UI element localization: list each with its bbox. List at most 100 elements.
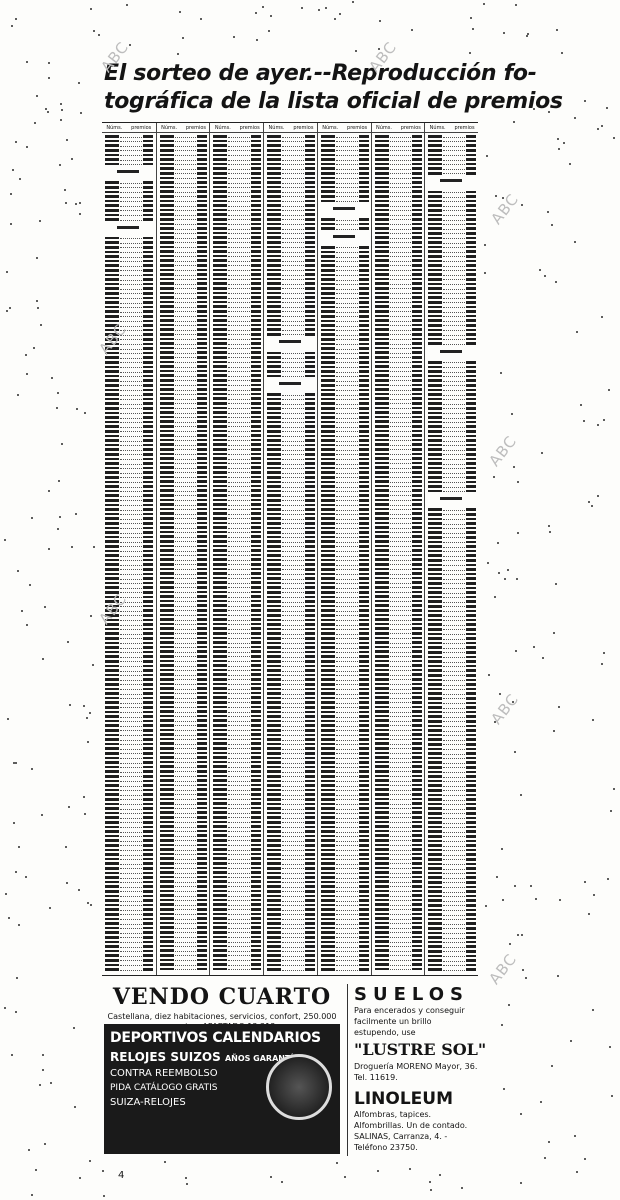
prize-row — [213, 737, 262, 741]
prize-row — [213, 650, 262, 653]
scan-speck — [9, 307, 12, 310]
prize-row — [105, 793, 153, 796]
prize-row — [428, 172, 476, 175]
prize-row — [267, 761, 315, 764]
prize-row — [374, 526, 423, 529]
prize-row — [320, 604, 369, 608]
ad-suelos-drug: Droguería MORENO Mayor, 36. Tel. 11619. — [354, 1062, 478, 1082]
prize-row — [159, 797, 208, 801]
scan-speck — [26, 145, 29, 148]
prize-row — [374, 231, 423, 235]
scan-speck — [64, 201, 67, 204]
column-body — [425, 133, 478, 974]
prize-row — [267, 600, 315, 603]
prize-row — [105, 149, 153, 152]
prize-row — [428, 268, 476, 272]
prize-row — [374, 719, 423, 722]
prize-row — [213, 526, 262, 529]
prize-row — [428, 660, 476, 663]
prize-row — [320, 512, 369, 516]
prize-row — [267, 135, 315, 138]
prize-row — [320, 673, 369, 677]
prize-row — [213, 765, 262, 768]
prize-row — [374, 820, 423, 824]
scan-speck — [56, 406, 59, 409]
scan-speck — [543, 275, 546, 278]
section-head-mark — [102, 225, 154, 229]
scan-speck — [43, 605, 46, 608]
prize-row — [105, 747, 153, 750]
prize-row — [320, 397, 369, 401]
prize-row — [267, 747, 315, 750]
prize-row — [428, 710, 476, 714]
prize-row — [267, 558, 315, 562]
prize-row — [374, 875, 423, 879]
prize-row — [213, 535, 262, 538]
prize-row — [374, 701, 423, 704]
prize-row — [105, 715, 153, 718]
scan-speck — [492, 475, 495, 478]
scan-speck — [200, 17, 203, 20]
prize-row — [159, 875, 208, 879]
prize-row — [213, 231, 262, 235]
prize-row — [159, 158, 208, 161]
scan-speck — [35, 95, 38, 98]
prize-row — [320, 945, 369, 948]
prize-row — [267, 641, 315, 645]
scan-speck — [87, 901, 90, 904]
prize-row — [213, 558, 262, 561]
prize-row — [213, 664, 262, 667]
scan-speck — [4, 538, 6, 541]
prize-row — [159, 576, 208, 580]
prize-row — [374, 747, 423, 750]
prize-row — [159, 572, 208, 575]
prize-row — [213, 323, 262, 327]
prize-row — [320, 710, 369, 714]
prize-row — [374, 581, 423, 584]
scan-speck — [43, 1143, 46, 1146]
scan-speck — [584, 1157, 587, 1160]
prize-row — [213, 604, 262, 607]
prize-row — [267, 499, 315, 502]
prize-row — [213, 406, 262, 410]
prize-row — [213, 296, 262, 299]
prize-row — [213, 291, 262, 295]
prize-row — [428, 411, 476, 415]
prize-row — [320, 227, 369, 230]
prize-row — [267, 300, 315, 304]
prize-row — [267, 913, 315, 916]
prize-row — [105, 213, 153, 217]
scan-speck — [97, 33, 100, 36]
prize-row — [105, 374, 153, 378]
prize-row — [213, 328, 262, 331]
scan-speck — [501, 1024, 504, 1027]
column-head: Núms.premios — [264, 123, 318, 133]
prize-row — [105, 756, 153, 760]
scan-speck — [37, 306, 40, 309]
prize-row — [374, 572, 423, 575]
prize-row — [267, 457, 315, 461]
scan-speck — [11, 169, 14, 172]
prize-row — [213, 843, 262, 847]
prize-row — [213, 687, 262, 690]
prize-row — [267, 434, 315, 438]
prize-row — [105, 752, 153, 755]
prize-row — [267, 139, 315, 143]
prize-row — [105, 462, 153, 465]
prize-row — [320, 246, 369, 249]
prize-row — [267, 830, 315, 833]
scan-speck — [501, 196, 504, 199]
prize-row — [320, 876, 369, 879]
prize-row — [213, 503, 262, 506]
ad-suelos-text: Para encerados y conseguir facilmente un… — [354, 1006, 465, 1037]
prize-row — [159, 517, 208, 520]
prize-row — [159, 563, 208, 566]
prize-row — [428, 605, 476, 608]
prize-row — [159, 310, 208, 313]
prize-row — [320, 821, 369, 824]
prize-row — [159, 963, 208, 966]
prize-row — [213, 857, 262, 860]
prize-row — [320, 747, 369, 750]
headline-line-2: tográfica de la lista oficial de premios — [104, 89, 563, 114]
prize-row — [159, 779, 208, 782]
